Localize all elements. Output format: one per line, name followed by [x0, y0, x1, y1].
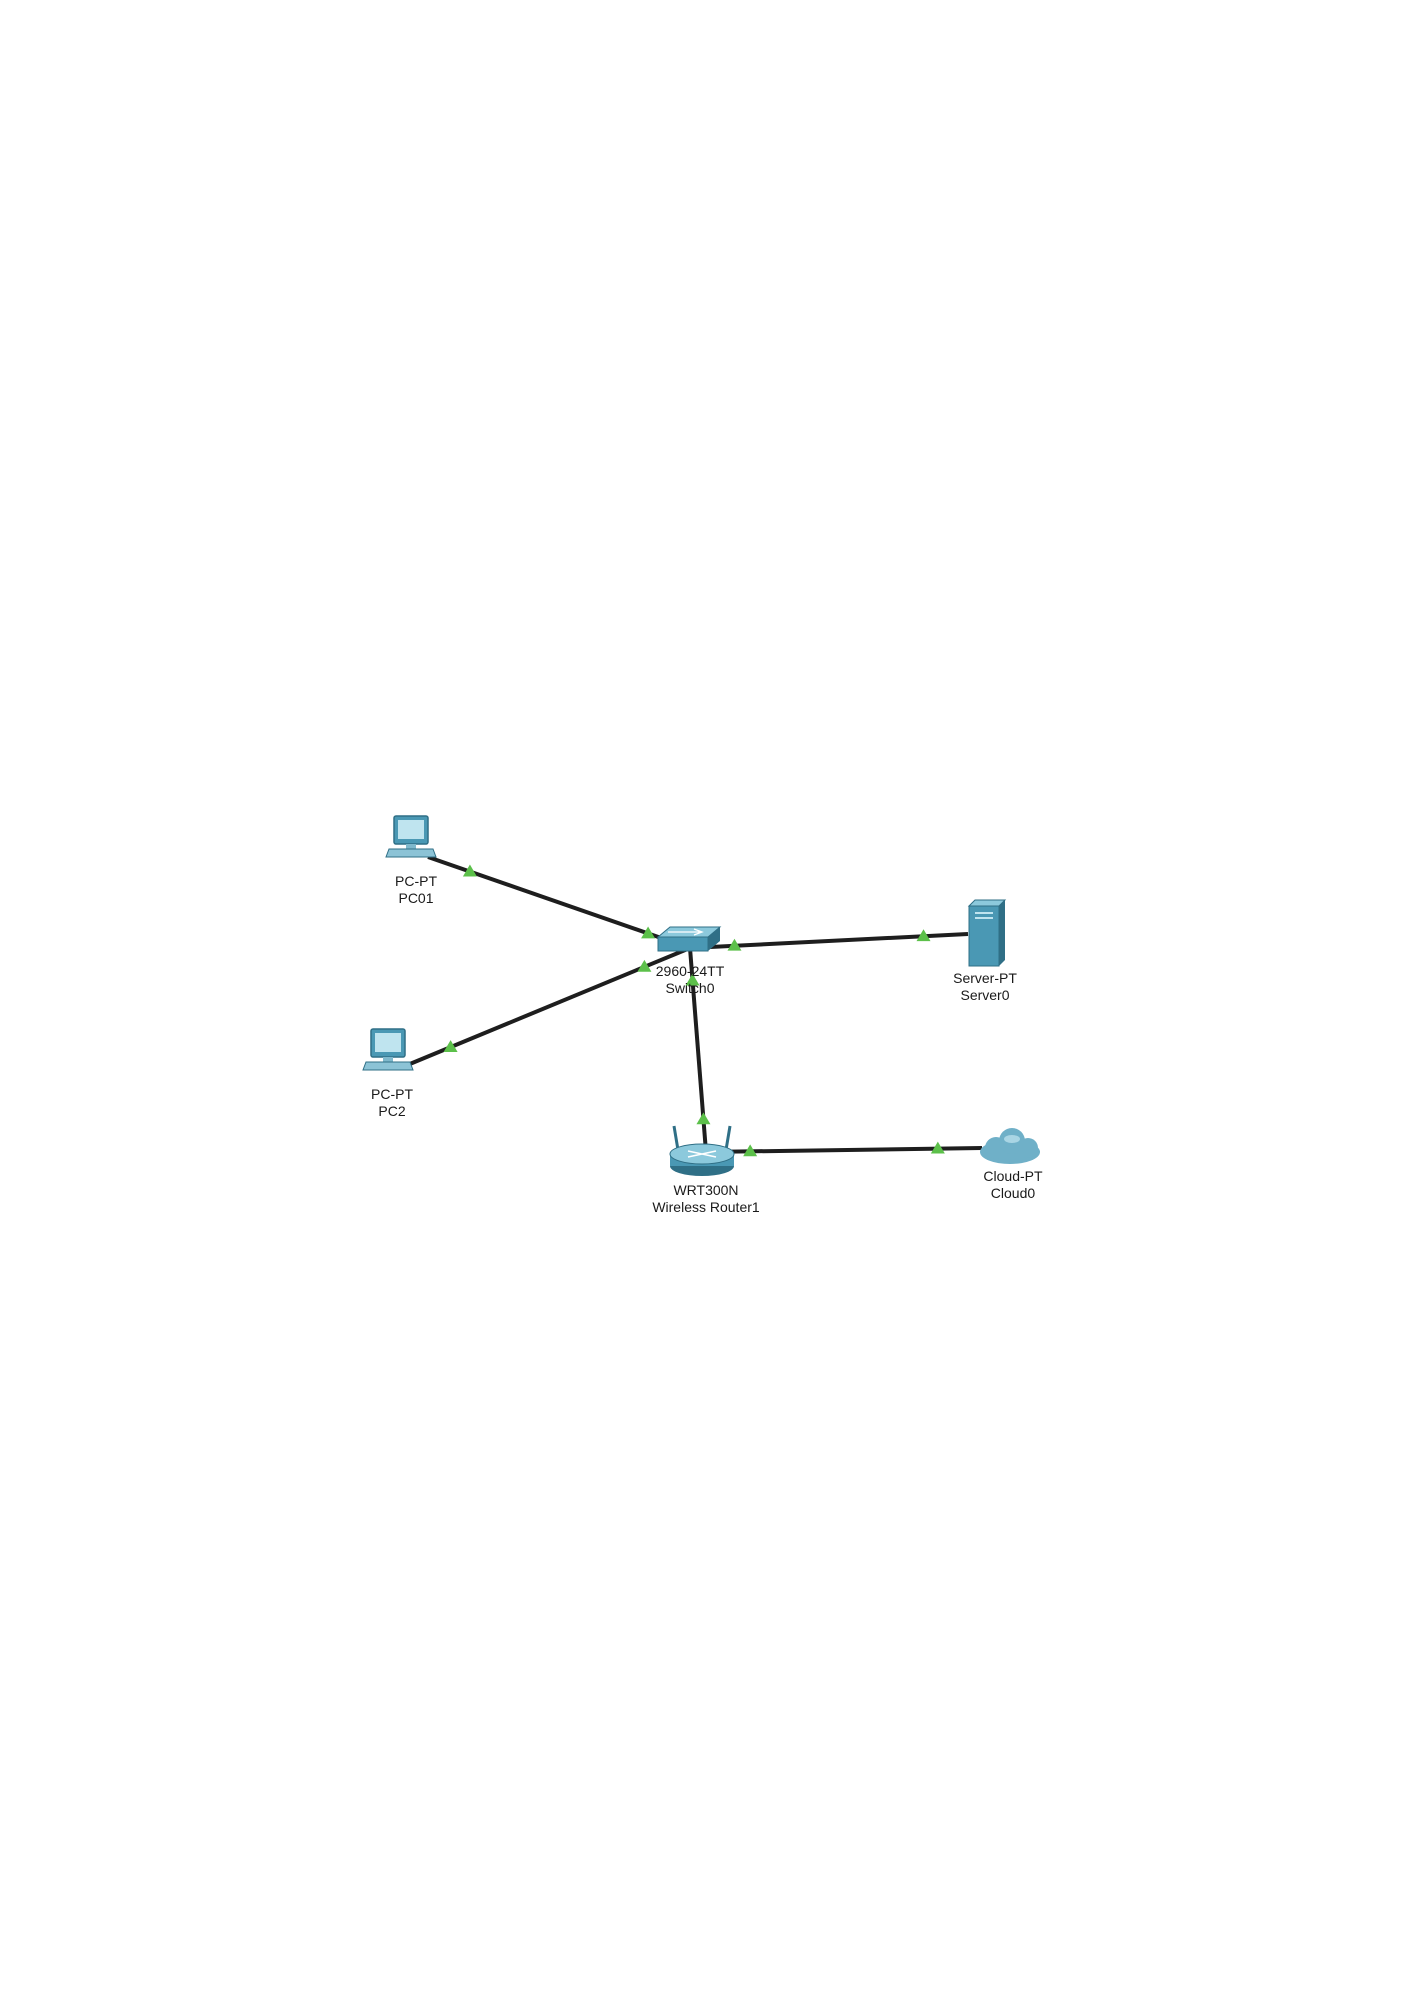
device-name: Server0 [960, 987, 1010, 1003]
device-model: Server-PT [953, 970, 1017, 986]
device-name: Wireless Router1 [652, 1199, 760, 1215]
device-label-pc2: PC-PT PC2 [371, 1086, 413, 1120]
pc-icon[interactable] [362, 1028, 414, 1071]
server-icon[interactable] [967, 899, 1007, 967]
device-label-cloud0: Cloud-PT Cloud0 [983, 1168, 1042, 1202]
wireless-router-icon[interactable] [669, 1125, 735, 1176]
switch-icon[interactable] [656, 926, 722, 952]
pc-icon[interactable] [385, 815, 437, 858]
device-name: Cloud0 [990, 1185, 1036, 1201]
cloud-icon[interactable] [980, 1128, 1040, 1164]
device-label-server0: Server-PT Server0 [953, 970, 1017, 1004]
device-label-router1: WRT300N Wireless Router1 [652, 1182, 759, 1216]
device-model: WRT300N [673, 1182, 739, 1198]
device-model: PC-PT [395, 873, 437, 889]
device-label-switch0: 2960-24TT Switch0 [656, 963, 724, 997]
link-status-indicator [637, 959, 652, 972]
device-model: 2960-24TT [655, 963, 725, 979]
device-label-pc01: PC-PT PC01 [395, 873, 437, 907]
link-status-indicator [641, 926, 656, 939]
device-model: PC-PT [371, 1086, 413, 1102]
link-status-indicator [462, 864, 477, 877]
links-layer [404, 855, 983, 1154]
device-name: PC2 [378, 1103, 406, 1119]
device-model: Cloud-PT [983, 1168, 1043, 1184]
device-name: Switch0 [665, 980, 715, 996]
link-status-indicator [685, 973, 700, 986]
link-status-indicator [916, 929, 931, 942]
link-status-indicator [727, 938, 742, 951]
device-name: PC01 [398, 890, 434, 906]
link-indicators-layer [443, 864, 945, 1157]
link-status-indicator [930, 1141, 945, 1154]
link-status-indicator [443, 1040, 458, 1053]
link-status-indicator [743, 1144, 758, 1157]
link-status-indicator [696, 1112, 711, 1125]
